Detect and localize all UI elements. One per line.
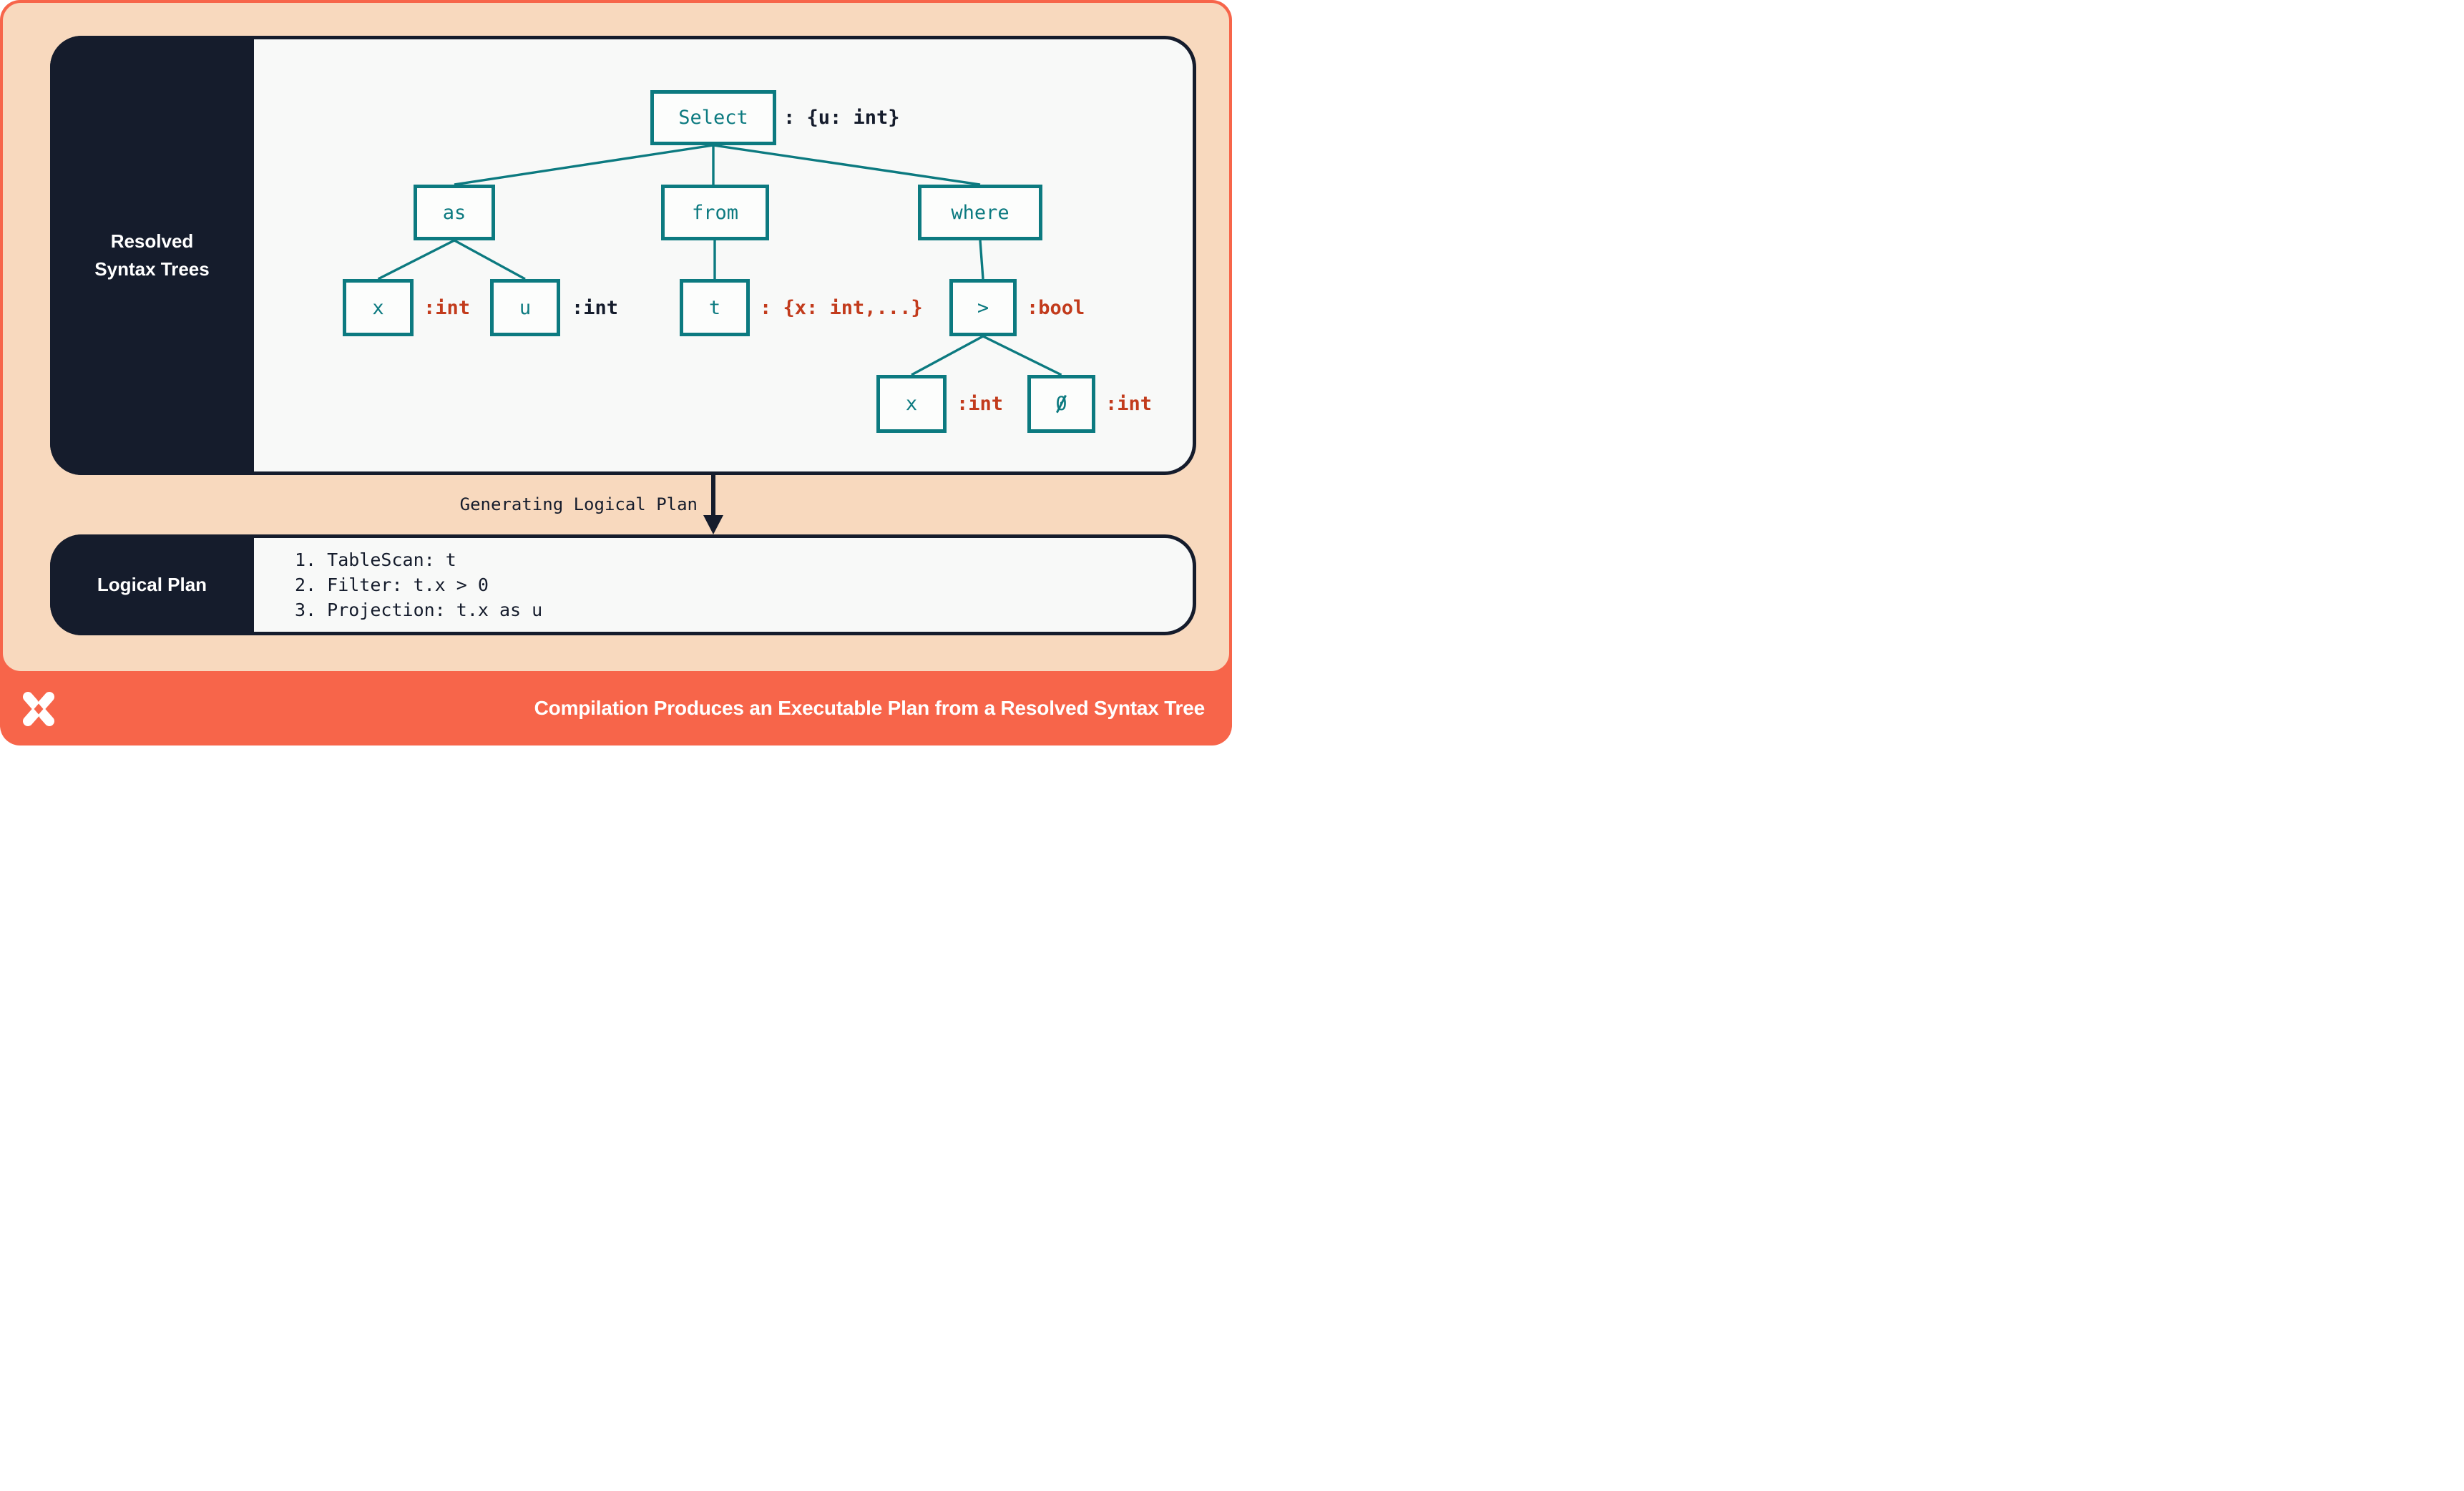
tree-node-x2: x [876,375,947,433]
tree-node-gt-annotation: :bool [1027,296,1085,319]
tree-node-select-label: Select [678,107,748,129]
logical-plan-step-1: 1. TableScan: t [295,549,456,570]
tree-node-t-annotation: : {x: int,...} [760,296,923,319]
tree-node-u-annotation: :int [572,296,619,319]
footer-bar: Compilation Produces an Executable Plan … [0,671,1232,746]
tree-node-select: Select [650,90,776,145]
tree-node-as-label: as [442,201,466,224]
logical-plan-steps: 1. TableScan: t 2. Filter: t.x > 0 3. Pr… [254,538,1193,632]
tree-node-where-label: where [951,201,1009,224]
tree-node-x1-annotation: :int [424,296,471,319]
tree-node-u-label: u [519,296,532,319]
tree-node-zero-label: 0 [1055,393,1067,415]
tree-node-gt-label: > [977,296,989,319]
tree-node-t-label: t [708,296,721,319]
arrow-down-icon [703,475,723,534]
resolved-panel-title-line1: Resolved [110,230,194,252]
logical-plan-panel: Logical Plan 1. TableScan: t 2. Filter: … [50,534,1196,635]
resolved-syntax-trees-panel: Resolved Syntax Trees Select : {u: int} [50,36,1196,475]
tree-node-zero: 0 [1027,375,1095,433]
footer-title: Compilation Produces an Executable Plan … [534,697,1206,719]
tree-node-zero-annotation: :int [1105,393,1153,415]
logical-panel-title-text: Logical Plan [97,574,207,595]
tree-node-from-label: from [691,201,739,224]
tree-edges [377,144,1062,376]
tree-node-x1-label: x [372,296,384,319]
tree-node-t: t [680,279,750,336]
syntax-tree-area: Select : {u: int} as from where x :int u… [254,39,1193,471]
tree-node-as: as [414,185,495,240]
infographic-canvas: Resolved Syntax Trees Select : {u: int} [0,0,1232,746]
x-logo-icon [23,691,54,727]
tree-node-select-annotation: : {u: int} [783,107,900,129]
resolved-panel-sidebar: Resolved Syntax Trees [50,36,254,475]
logical-panel-sidebar: Logical Plan [50,534,254,635]
logical-plan-step-2: 2. Filter: t.x > 0 [295,575,489,595]
tree-node-x2-annotation: :int [957,393,1004,415]
logical-plan-step-3: 3. Projection: t.x as u [295,600,543,620]
resolved-panel-title-line2: Syntax Trees [94,258,210,280]
tree-node-u: u [490,279,560,336]
transition-label: Generating Logical Plan [459,494,698,514]
tree-node-x2-label: x [905,393,918,415]
resolved-panel-title: Resolved Syntax Trees [94,228,209,283]
tree-node-x1: x [343,279,414,336]
tree-node-from: from [661,185,769,240]
tree-node-gt: > [949,279,1017,336]
logical-panel-title: Logical Plan [97,571,207,599]
tree-node-where: where [918,185,1042,240]
